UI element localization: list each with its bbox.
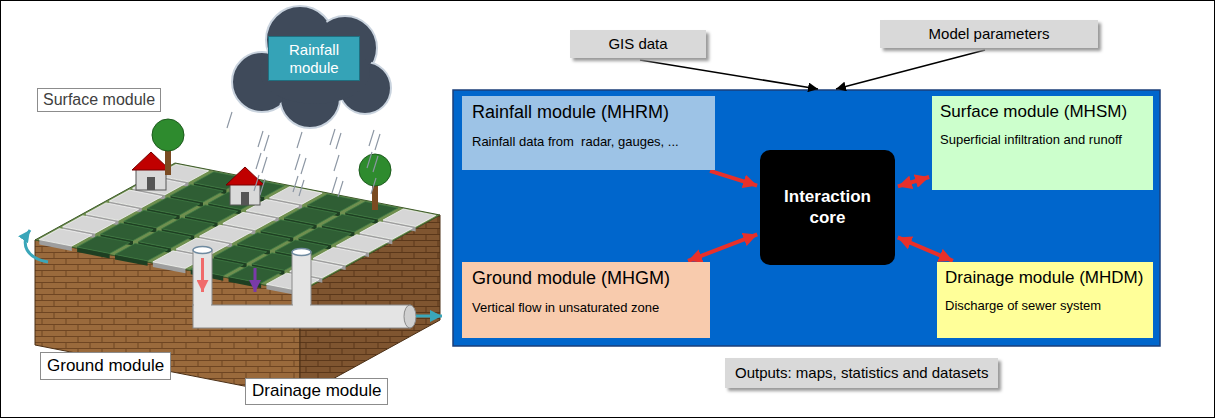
node-label: Outputs: maps, statistics and datasets <box>735 364 988 382</box>
interaction-arrow <box>898 237 953 260</box>
tree <box>359 154 391 210</box>
interaction-arrow <box>898 177 929 186</box>
illustration-label: Surface module <box>37 88 161 112</box>
tree <box>152 119 184 175</box>
illustration-label: Drainage module <box>245 378 388 405</box>
interaction-arrow <box>710 171 757 186</box>
node-label: Ground module <box>47 356 164 376</box>
drain-arrow <box>201 258 204 292</box>
module-title: Rainfall module (MHRM) <box>472 102 705 124</box>
house <box>132 152 170 190</box>
module-title: Ground module (MHGM) <box>472 268 700 290</box>
module-box: Ground module (MHGM) Vertical flow in uns… <box>462 262 710 338</box>
module-box: Drainage module (MHDM) Discharge of sewer… <box>937 262 1153 338</box>
outflow-arrow <box>416 315 442 318</box>
cloud-label: Rainfall module <box>268 36 360 81</box>
output-box: Outputs: maps, statistics and datasets <box>725 358 998 388</box>
input-arrow <box>836 50 985 89</box>
input-box: Model parameters <box>880 20 1098 48</box>
sewer-pipes <box>193 247 416 329</box>
input-box: GIS data <box>570 30 706 58</box>
core-label: Interaction core <box>766 187 889 228</box>
runoff-arrow <box>25 230 48 262</box>
module-label: Rainfall module <box>274 41 354 77</box>
module-title: Surface module (MHSM) <box>940 102 1145 122</box>
cloud-fill <box>234 8 389 126</box>
module-description: Rainfall data from radar, gauges, ... <box>472 134 705 150</box>
module-description: Superficial infiltration and runoff <box>940 132 1145 148</box>
module-description: Discharge of sewer system <box>945 298 1145 314</box>
module-box: Surface module (MHSM) Superficial infiltr… <box>932 96 1153 190</box>
model-panel <box>453 90 1160 346</box>
core-box: Interaction core <box>760 150 895 265</box>
house <box>226 167 264 205</box>
infiltration-arrow <box>254 268 257 292</box>
input-arrow <box>640 60 818 89</box>
module-description: Vertical flow in unsaturated zone <box>472 300 700 316</box>
node-label: Model parameters <box>886 25 1092 43</box>
cloud <box>232 6 391 128</box>
node-label: Surface module <box>43 90 155 109</box>
module-title: Drainage module (MHDM) <box>945 268 1145 288</box>
node-label: Drainage module <box>252 381 381 401</box>
node-label: GIS data <box>576 35 700 53</box>
module-box: Rainfall module (MHRM) Rainfall data from… <box>462 96 715 170</box>
illustration-label: Ground module <box>40 352 171 380</box>
interaction-arrow <box>688 234 757 261</box>
